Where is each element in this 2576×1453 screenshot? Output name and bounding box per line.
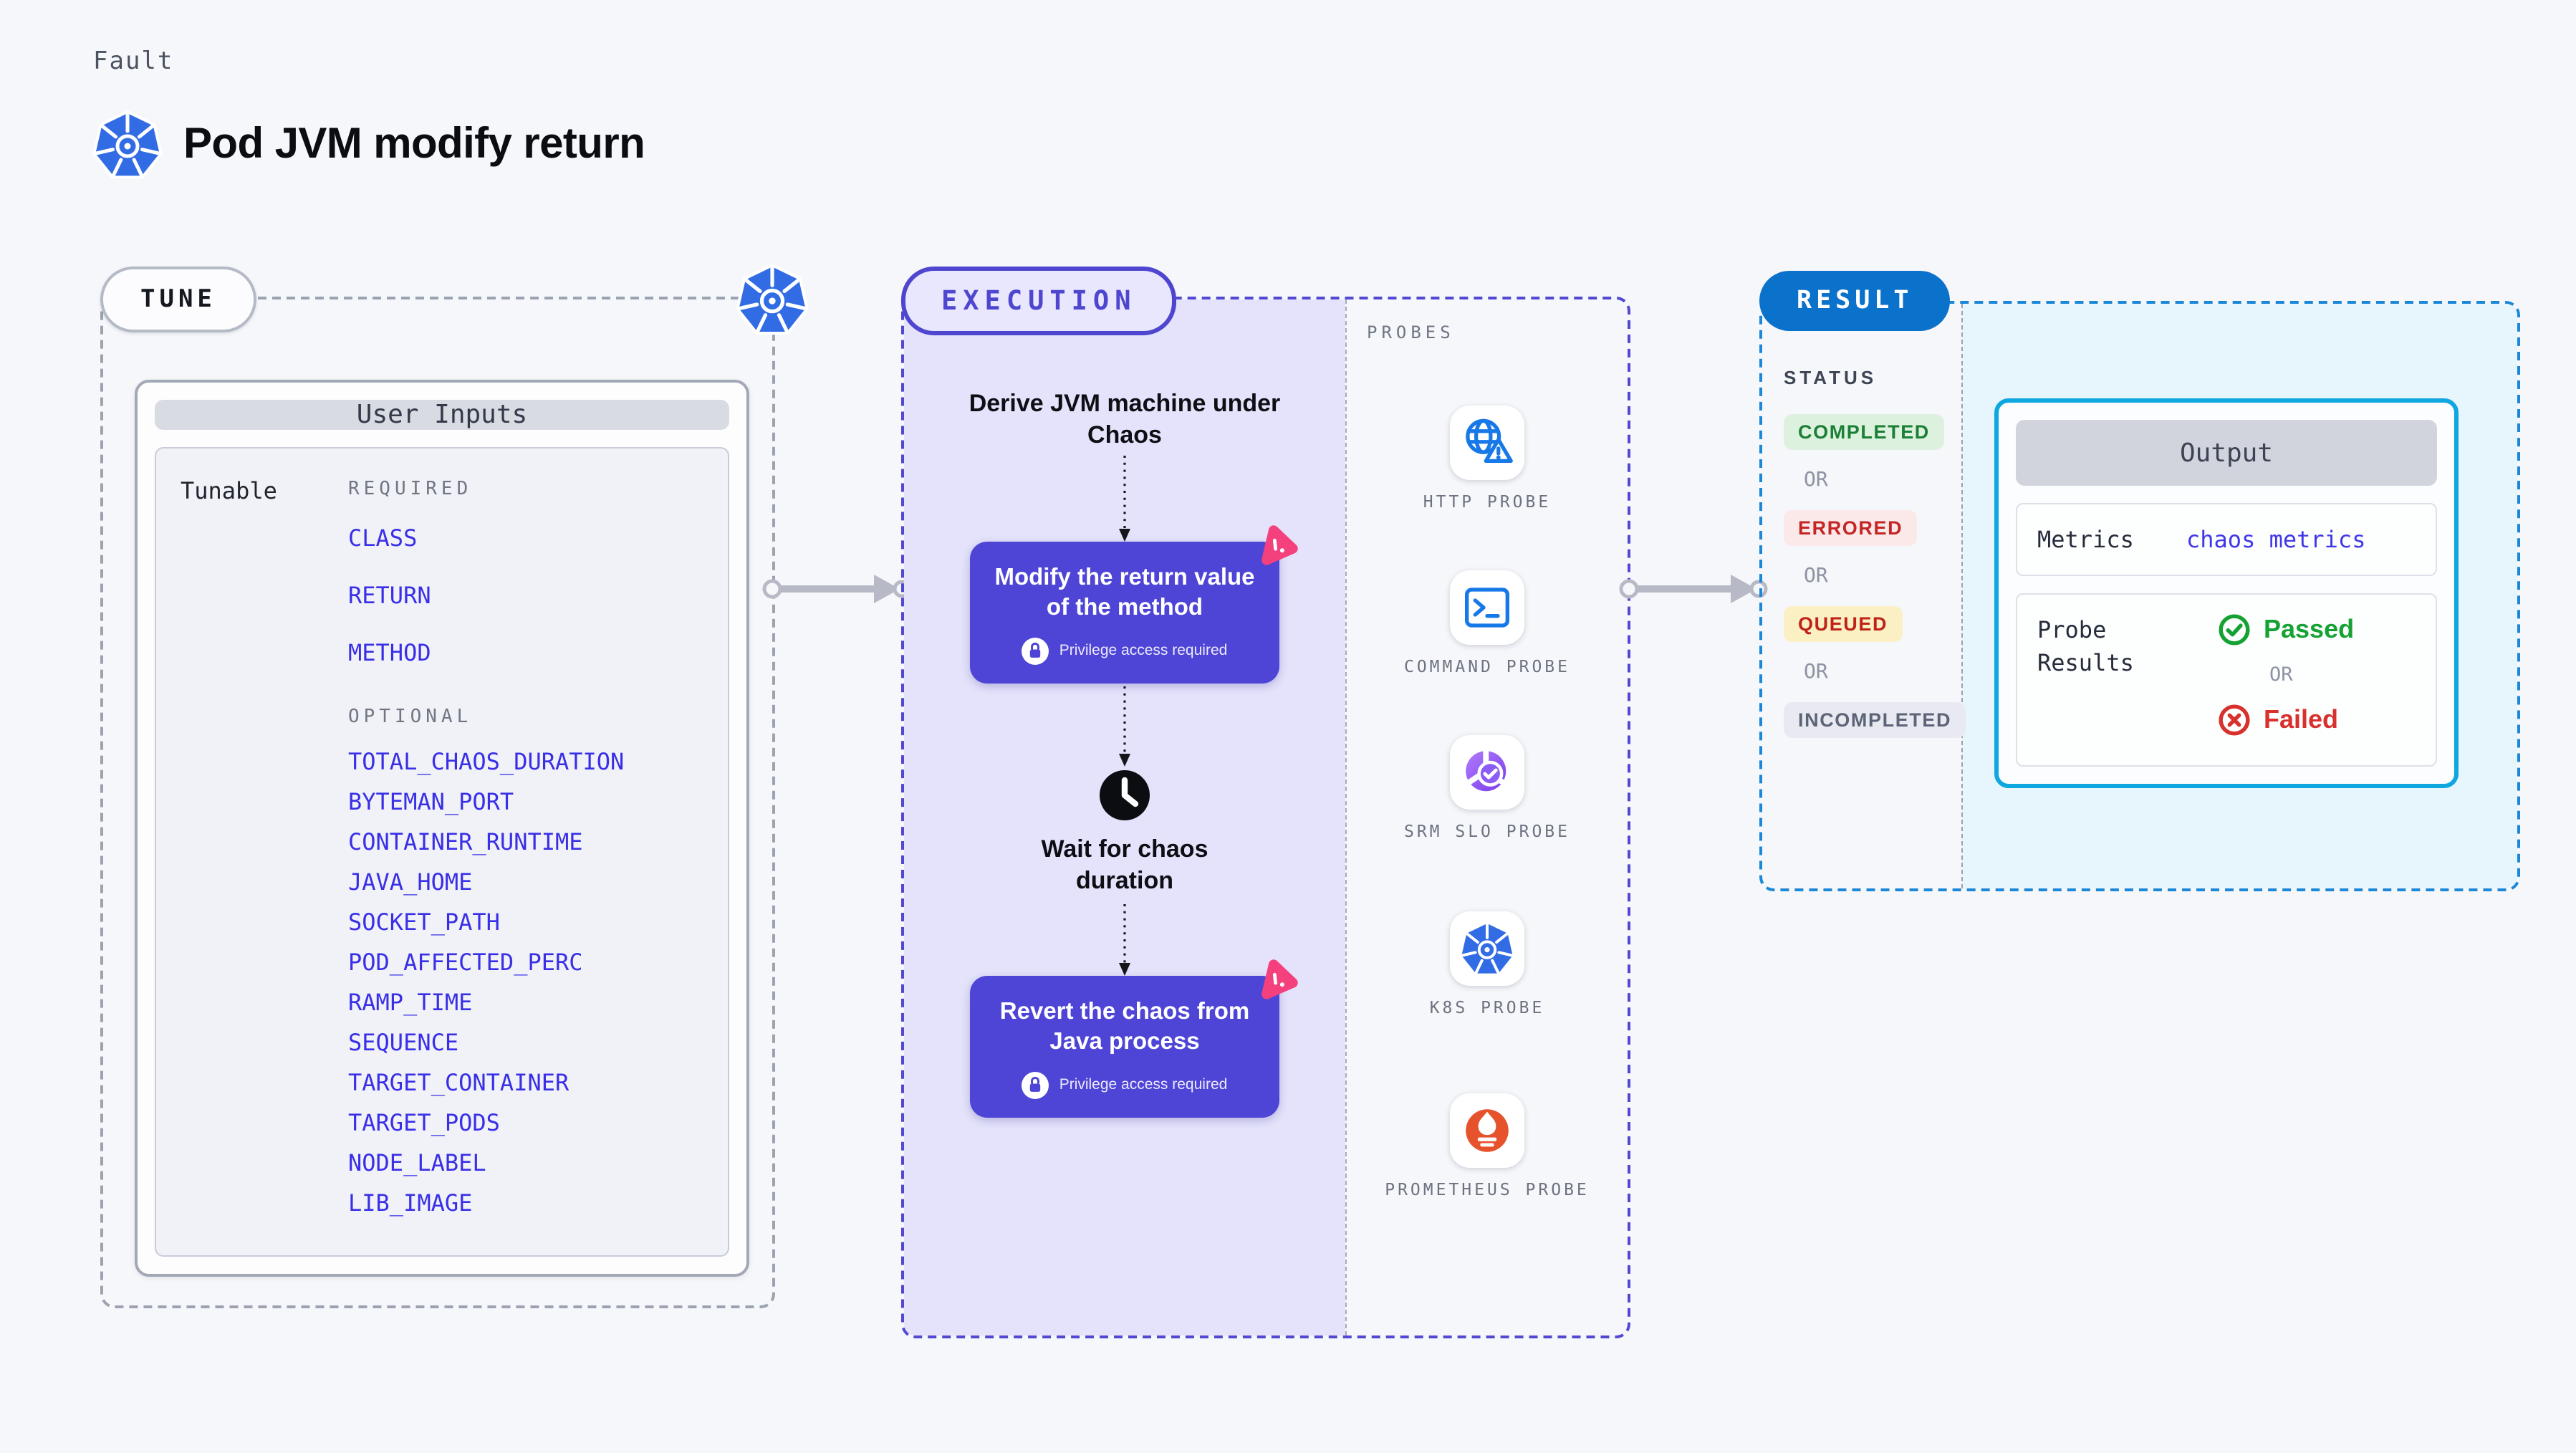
execution-flow: Derive JVM machine under Chaos Modify th… [904, 299, 1345, 1335]
tune-section: TUNE User Inputs Tunable REQUIRED CLASS … [100, 297, 775, 1308]
status-badge-incompleted: INCOMPLETED [1784, 702, 1966, 738]
privilege-badge: Privilege access required [984, 637, 1265, 665]
x-circle-icon [2219, 704, 2250, 736]
revert-step-title: Revert the chaos from Java process [999, 998, 1250, 1055]
tunable-link[interactable]: RAMP_TIME [348, 989, 473, 1016]
user-inputs-card: User Inputs Tunable REQUIRED CLASS RETUR… [135, 380, 749, 1277]
page-header: Pod JVM modify return [92, 109, 645, 181]
tune-pill: TUNE [100, 267, 256, 332]
tunable-link[interactable]: SEQUENCE [348, 1029, 459, 1056]
or-label: OR [1804, 565, 1828, 588]
probes-panel: PROBES HTTP PROBE [1345, 299, 1628, 1335]
tunable-link[interactable]: LIB_IMAGE [348, 1189, 473, 1217]
tunable-link[interactable]: CLASS [348, 524, 418, 552]
status-badge-completed: COMPLETED [1784, 414, 1944, 450]
required-label: REQUIRED [348, 479, 473, 500]
probe-item: K8S PROBE [1380, 911, 1595, 1020]
page-title: Pod JVM modify return [183, 120, 645, 168]
metrics-value: chaos metrics [2186, 526, 2366, 554]
litmus-chaos-icon [1261, 959, 1298, 999]
tunable-link[interactable]: TARGET_CONTAINER [348, 1069, 569, 1096]
metrics-row: Metrics chaos metrics [2016, 503, 2437, 577]
tunables-panel: Tunable REQUIRED CLASS RETURN METHOD OPT… [155, 447, 729, 1257]
probe-results-row: Probe Results Passed OR [2016, 593, 2437, 767]
wait-step-text: Wait for chaos duration [1041, 835, 1208, 894]
user-inputs-header: User Inputs [155, 400, 729, 430]
passed-result: Passed [2218, 613, 2354, 646]
lock-icon [1022, 1071, 1049, 1099]
tunable-link[interactable]: NODE_LABEL [348, 1149, 486, 1176]
privilege-badge-text: Privilege access required [1059, 642, 1228, 660]
result-pill: RESULT [1759, 271, 1951, 331]
metrics-label: Metrics [2037, 526, 2134, 553]
prometheus-probe-icon [1450, 1093, 1524, 1169]
tunable-link[interactable]: JAVA_HOME [348, 868, 473, 896]
check-circle-icon [2219, 614, 2250, 646]
output-header: Output [2016, 420, 2437, 486]
probe-label: SRM SLO PROBE [1403, 821, 1570, 842]
kubernetes-icon [735, 262, 809, 337]
derive-step-text: Derive JVM machine under Chaos [969, 390, 1281, 449]
fault-eyebrow: Fault [93, 47, 174, 76]
tunable-link[interactable]: TOTAL_CHAOS_DURATION [348, 748, 625, 775]
modify-step-title: Modify the return value of the method [994, 564, 1255, 621]
down-dotted-arrow-icon [1119, 455, 1130, 542]
kubernetes-icon [92, 109, 163, 181]
modify-step-box: Modify the return value of the method Pr… [970, 525, 1298, 684]
http-probe-icon [1450, 406, 1524, 480]
result-section: RESULT STATUS COMPLETED OR ERRORED OR QU… [1759, 271, 2520, 891]
probe-results-values: Passed OR Failed [2186, 613, 2354, 737]
or-label: OR [1804, 469, 1828, 491]
execution-section: EXECUTION Derive JVM machine under Chaos… [901, 267, 1630, 1338]
execution-to-result-arrow [1619, 575, 1768, 603]
tunable-link[interactable]: POD_AFFECTED_PERC [348, 949, 583, 976]
probe-item: PROMETHEUS PROBE [1380, 1093, 1595, 1202]
probe-label: K8S PROBE [1429, 997, 1545, 1018]
failed-label: Failed [2264, 705, 2339, 734]
probes-label: PROBES [1367, 322, 1455, 342]
probe-label: HTTP PROBE [1423, 491, 1552, 512]
litmus-chaos-icon [1261, 525, 1298, 565]
passed-label: Passed [2264, 615, 2355, 644]
command-probe-icon [1450, 570, 1524, 646]
tune-to-execution-arrow [762, 575, 911, 603]
tunable-label: Tunable [181, 477, 277, 504]
tunable-link[interactable]: METHOD [348, 639, 431, 666]
probe-item: HTTP PROBE [1380, 406, 1595, 513]
tunables-list: REQUIRED CLASS RETURN METHOD OPTIONAL TO… [348, 474, 705, 1229]
privilege-badge: Privilege access required [984, 1071, 1265, 1099]
tunable-link[interactable]: TARGET_PODS [348, 1109, 500, 1136]
probe-item: SRM SLO PROBE [1380, 735, 1595, 843]
tunable-link[interactable]: BYTEMAN_PORT [348, 788, 514, 815]
probe-results-label: Probe Results [2037, 616, 2134, 677]
probe-label: PROMETHEUS PROBE [1385, 1179, 1590, 1200]
optional-label: OPTIONAL [348, 706, 473, 728]
k8s-probe-icon [1450, 911, 1524, 987]
failed-result: Failed [2218, 704, 2338, 737]
probe-item: COMMAND PROBE [1380, 570, 1595, 678]
execution-pill: EXECUTION [901, 267, 1177, 335]
down-dotted-arrow-icon [1119, 686, 1130, 767]
status-column: STATUS COMPLETED OR ERRORED OR QUEUED OR… [1762, 304, 1966, 738]
probe-label: COMMAND PROBE [1403, 656, 1570, 677]
lock-icon [1022, 637, 1049, 665]
revert-step-box: Revert the chaos from Java process Privi… [970, 959, 1298, 1118]
clock-icon [1100, 769, 1150, 820]
status-badge-errored: ERRORED [1784, 510, 1918, 546]
tunable-link[interactable]: CONTAINER_RUNTIME [348, 828, 583, 855]
down-dotted-arrow-icon [1119, 903, 1130, 976]
output-card: Output Metrics chaos metrics Probe Resul… [1994, 398, 2459, 788]
or-label: OR [1804, 661, 1828, 684]
status-label: STATUS [1784, 367, 1878, 388]
status-badge-queued: QUEUED [1784, 606, 1903, 642]
tunable-link[interactable]: SOCKET_PATH [348, 908, 500, 936]
privilege-badge-text: Privilege access required [1059, 1076, 1228, 1094]
tunable-link[interactable]: RETURN [348, 582, 431, 609]
srm-slo-probe-icon [1450, 735, 1524, 810]
or-label: OR [2269, 663, 2293, 687]
